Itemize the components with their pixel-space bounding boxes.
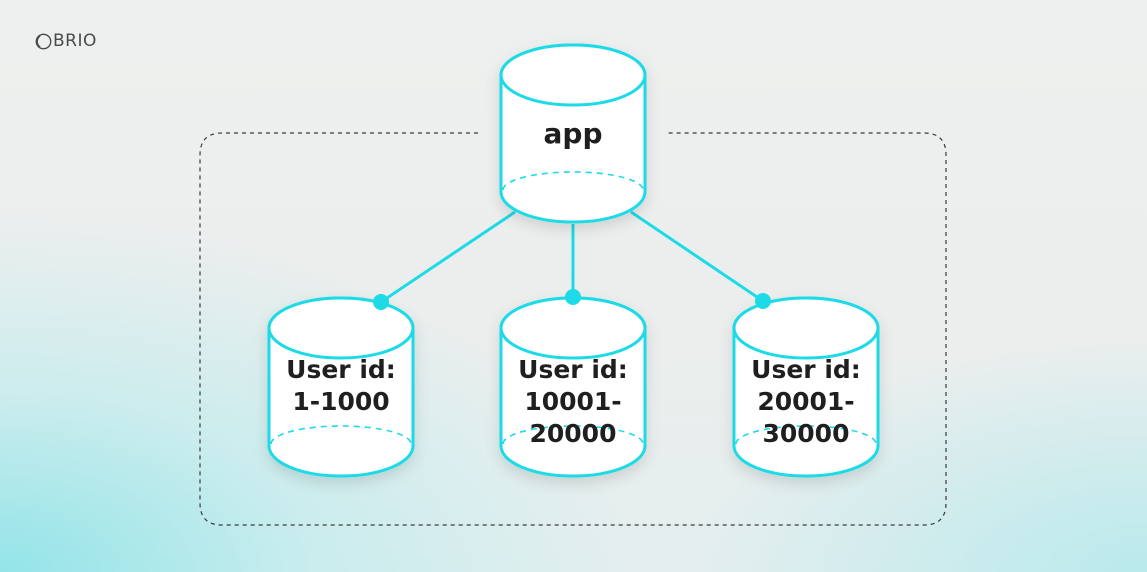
shard-2-label-line-2: 10001- bbox=[524, 387, 622, 416]
shard-3-database-cylinder bbox=[732, 296, 880, 478]
shard-1-label-line-2: 1-1000 bbox=[292, 387, 390, 416]
connector-line-3 bbox=[630, 210, 764, 303]
shard-1-label-line-1: User id: bbox=[286, 355, 396, 384]
connector-line-1 bbox=[380, 210, 516, 304]
shard-3-label-line-2: 20001- bbox=[757, 387, 855, 416]
logo-circle-icon bbox=[35, 33, 52, 49]
shard-2-database-cylinder bbox=[499, 296, 647, 478]
app-label: app bbox=[543, 117, 603, 150]
brio-logo: BRIO bbox=[35, 31, 97, 51]
shard-1-label: User id: 1-1000 bbox=[259, 354, 423, 418]
app-database-cylinder bbox=[499, 43, 647, 224]
shard-3-label: User id: 20001- 30000 bbox=[724, 354, 888, 450]
connector-dot-3 bbox=[755, 293, 771, 309]
shard-2-label-line-1: User id: bbox=[518, 355, 628, 384]
connector-dot-1 bbox=[373, 294, 389, 310]
shard-group-frame bbox=[199, 132, 947, 526]
shard-3-label-line-1: User id: bbox=[751, 355, 861, 384]
shard-3-label-line-3: 30000 bbox=[762, 419, 850, 448]
shard-2-label-line-3: 20000 bbox=[529, 419, 617, 448]
shard-1-database-cylinder bbox=[267, 296, 415, 478]
connector-dot-2 bbox=[565, 289, 581, 305]
shard-2-label: User id: 10001- 20000 bbox=[491, 354, 655, 450]
logo-text: BRIO bbox=[53, 31, 97, 51]
